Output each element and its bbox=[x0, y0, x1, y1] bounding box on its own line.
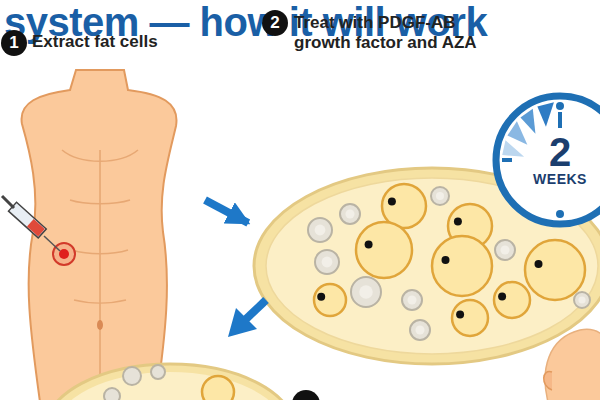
cell-body bbox=[402, 290, 422, 310]
cell-nucleus bbox=[498, 292, 506, 300]
fat-cell bbox=[410, 320, 430, 340]
fat-cell bbox=[525, 240, 585, 300]
cell-body bbox=[315, 250, 339, 274]
fat-cell bbox=[202, 376, 234, 400]
cell-nucleus bbox=[346, 210, 355, 219]
fat-cell bbox=[452, 300, 488, 336]
target-dot bbox=[59, 249, 69, 259]
cell-nucleus bbox=[388, 198, 396, 206]
time-ray bbox=[507, 121, 527, 145]
cell-nucleus bbox=[535, 260, 543, 268]
cell-body bbox=[340, 204, 360, 224]
clock-dial: 2WEEKS bbox=[488, 88, 600, 232]
syringe-plunger bbox=[2, 196, 14, 208]
duration-number: 2 bbox=[549, 132, 571, 172]
muscle-line bbox=[62, 150, 138, 380]
step-heading: Treat with PDGF-AB growth factor and AZA bbox=[294, 13, 494, 54]
flow-arrowhead bbox=[228, 308, 257, 337]
cell-body bbox=[495, 240, 515, 260]
fat-cell bbox=[495, 240, 515, 260]
clock-hand bbox=[558, 112, 562, 128]
cell-nucleus bbox=[408, 296, 417, 305]
cell-nucleus bbox=[359, 285, 373, 299]
cell-nucleus bbox=[315, 225, 326, 236]
petri-dish bbox=[45, 364, 295, 400]
cell-body bbox=[432, 236, 492, 296]
cell-nucleus bbox=[442, 256, 450, 264]
petri-dish-inner bbox=[55, 372, 285, 400]
fat-cell bbox=[104, 388, 120, 400]
fat-cell bbox=[494, 282, 530, 318]
cell-body bbox=[525, 240, 585, 300]
callout-number: 1 bbox=[1, 30, 27, 56]
cell-nucleus bbox=[322, 257, 333, 268]
cell-nucleus bbox=[578, 296, 585, 303]
cell-nucleus bbox=[416, 326, 425, 335]
step-heading: Extract fat cells bbox=[32, 32, 202, 52]
cell-body bbox=[314, 284, 346, 316]
duration-unit: WEEKS bbox=[533, 172, 587, 187]
flow-arrow bbox=[205, 200, 248, 223]
fat-cell bbox=[151, 365, 165, 379]
step-panel: Extract fat cells bbox=[0, 28, 205, 398]
fat-cell bbox=[356, 222, 412, 278]
syringe bbox=[2, 196, 60, 251]
cell-nucleus bbox=[317, 293, 325, 301]
fat-cell bbox=[574, 292, 590, 308]
navel bbox=[97, 320, 103, 330]
cell-body bbox=[452, 300, 488, 336]
clock-rim bbox=[496, 96, 600, 224]
syringe-liquid bbox=[27, 219, 45, 236]
cell-nucleus bbox=[454, 218, 462, 226]
cell-body bbox=[410, 320, 430, 340]
cell-nucleus bbox=[436, 192, 444, 200]
cell-body bbox=[431, 187, 449, 205]
fat-cell bbox=[351, 277, 381, 307]
fat-cell bbox=[315, 250, 339, 274]
cell-nucleus bbox=[365, 240, 373, 248]
clock-tick bbox=[502, 158, 512, 162]
fat-cell bbox=[432, 236, 492, 296]
fat-cell bbox=[431, 187, 449, 205]
step-panel: Treat with PDGF-AB growth factor and AZA… bbox=[250, 8, 600, 370]
cell-body bbox=[351, 277, 381, 307]
time-ray bbox=[520, 109, 535, 134]
cell-nucleus bbox=[456, 310, 464, 318]
clock-tick bbox=[556, 210, 564, 218]
cell-nucleus bbox=[501, 246, 510, 255]
ear bbox=[544, 371, 552, 390]
fat-cell bbox=[308, 218, 332, 242]
fat-cell bbox=[123, 367, 141, 385]
cell-body bbox=[308, 218, 332, 242]
cell-body bbox=[574, 292, 590, 308]
cell-body bbox=[494, 282, 530, 318]
target-ring bbox=[53, 243, 75, 265]
syringe-needle bbox=[44, 236, 60, 251]
fat-cell bbox=[402, 290, 422, 310]
fat-cell bbox=[314, 284, 346, 316]
step-marker bbox=[292, 390, 320, 400]
cell-body bbox=[356, 222, 412, 278]
time-ray bbox=[537, 102, 554, 127]
head bbox=[545, 329, 600, 400]
time-ray bbox=[502, 140, 524, 157]
clock-tick bbox=[556, 102, 564, 110]
flow-arrow bbox=[245, 300, 266, 320]
clock-face bbox=[488, 88, 600, 232]
callout-number: 2 bbox=[262, 10, 288, 36]
fat-cell bbox=[340, 204, 360, 224]
torso bbox=[22, 70, 177, 400]
